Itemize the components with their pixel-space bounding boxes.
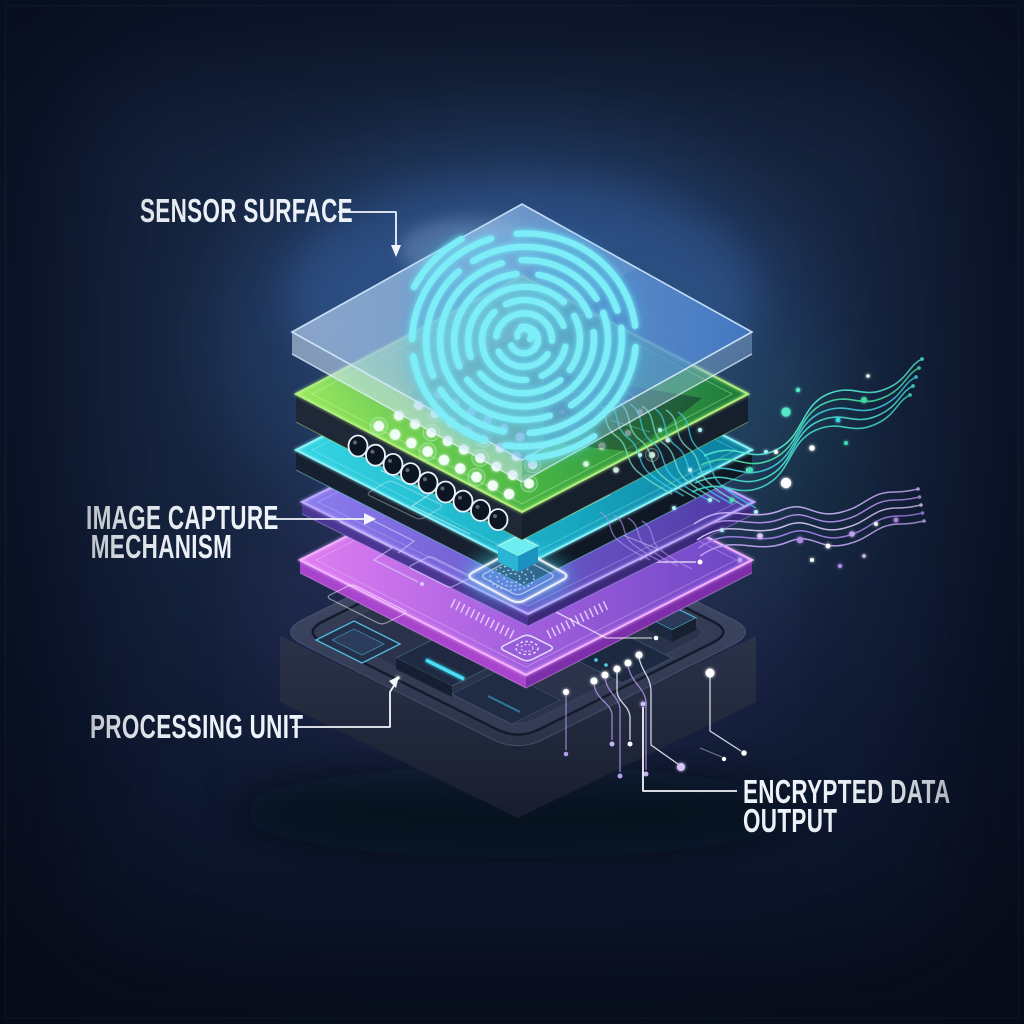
callout-sensor-surface: SENSOR SURFACE [140, 194, 353, 227]
image-capture-label-line1: IMAGE CAPTURE [86, 499, 279, 536]
callout-processing-unit: PROCESSING UNIT [90, 710, 303, 743]
callout-leader-lines [268, 211, 737, 792]
fingerprint-icon [395, 217, 653, 463]
sensor-surface-label: SENSOR SURFACE [140, 192, 353, 229]
callout-image-capture: IMAGE CAPTURE MECHANISM [86, 499, 279, 565]
encrypted-output-label-line2: OUTPUT [743, 802, 838, 839]
encrypted-output-label-line1: ENCRYPTED DATA [743, 773, 951, 810]
image-capture-label-line2: MECHANISM [90, 528, 233, 565]
data-flow-wires [691, 357, 926, 568]
capture-chip [466, 535, 570, 604]
output-trace-fan [563, 651, 747, 779]
callout-encrypted-output: ENCRYPTED DATA OUTPUT [743, 773, 951, 839]
interconnect-traces [593, 397, 768, 570]
processing-unit-label: PROCESSING UNIT [90, 708, 304, 745]
